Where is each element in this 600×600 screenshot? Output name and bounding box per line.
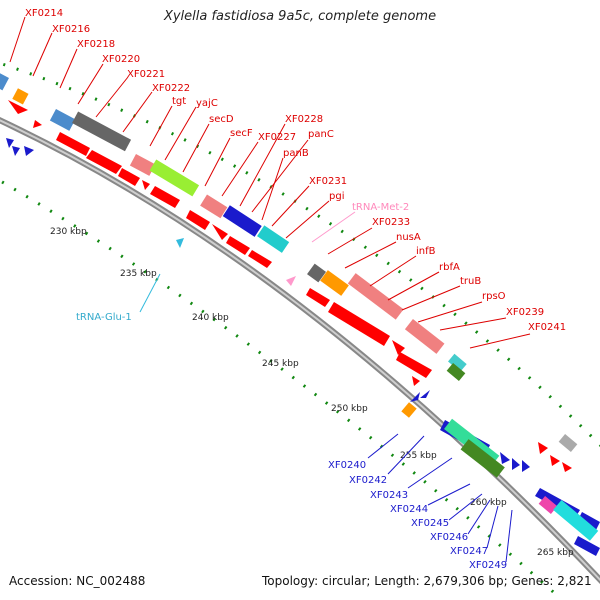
label-tgt: tgt xyxy=(172,96,186,107)
label-secD: secD xyxy=(209,114,234,125)
label-panC: panC xyxy=(308,129,334,140)
map-title: Xylella fastidiosa 9a5c, complete genome xyxy=(163,9,437,24)
label-yajC: yajC xyxy=(196,98,218,109)
label-panB: panB xyxy=(283,148,309,159)
label-truB: truB xyxy=(460,276,481,287)
feature-track-upper xyxy=(0,72,578,452)
label-XF0244: XF0244 xyxy=(390,504,428,515)
feature-track-reverse-arrows xyxy=(6,138,600,556)
label-XF0233: XF0233 xyxy=(372,217,410,228)
label-XF0221: XF0221 xyxy=(127,69,165,80)
reverse-label-leaders xyxy=(367,433,513,563)
label-infB: infB xyxy=(416,246,436,257)
label-XF0247: XF0247 xyxy=(450,546,488,557)
accession-label: Accession: NC_002488 xyxy=(9,574,146,588)
tick-235kbp: 235 kbp xyxy=(120,269,157,279)
label-XF0242: XF0242 xyxy=(349,475,387,486)
label-rpsO: rpsO xyxy=(482,291,506,302)
feature-track-forward-arrows xyxy=(8,100,572,472)
label-trna-glu-1: tRNA-Glu-1 xyxy=(76,312,132,323)
tick-265kbp: 265 kbp xyxy=(537,548,574,558)
forward-labels: XF0214 XF0216 XF0218 XF0220 XF0221 XF022… xyxy=(25,8,566,333)
tick-245kbp: 245 kbp xyxy=(262,359,299,369)
label-XF0222: XF0222 xyxy=(152,83,190,94)
label-XF0249: XF0249 xyxy=(469,560,507,571)
feature-track-lower xyxy=(401,402,599,541)
tick-255kbp: 255 kbp xyxy=(400,451,437,461)
label-XF0220: XF0220 xyxy=(102,54,140,65)
label-XF0218: XF0218 xyxy=(77,39,115,50)
reverse-labels: XF0240 XF0242 XF0243 XF0244 XF0245 XF024… xyxy=(328,460,507,571)
label-trna-met-2: tRNA-Met-2 xyxy=(352,202,409,213)
label-pgi: pgi xyxy=(329,191,344,202)
label-XF0231: XF0231 xyxy=(309,176,347,187)
label-XF0245: XF0245 xyxy=(411,518,449,529)
label-XF0243: XF0243 xyxy=(370,490,408,501)
label-XF0214: XF0214 xyxy=(25,8,63,19)
label-XF0240: XF0240 xyxy=(328,460,366,471)
label-XF0228: XF0228 xyxy=(285,114,323,125)
label-secF: secF xyxy=(230,128,253,139)
label-rbfA: rbfA xyxy=(439,262,460,273)
label-XF0239: XF0239 xyxy=(506,307,544,318)
tick-230kbp: 230 kbp xyxy=(50,227,87,237)
forward-label-leaders xyxy=(9,16,531,349)
genome-backbone xyxy=(0,117,600,585)
trna-met-marker xyxy=(286,276,296,286)
label-nusA: nusA xyxy=(396,232,421,243)
trna-glu-marker xyxy=(176,238,184,248)
label-XF0227: XF0227 xyxy=(258,132,296,143)
label-XF0216: XF0216 xyxy=(52,24,90,35)
tick-250kbp: 250 kbp xyxy=(331,404,368,414)
genome-summary: Topology: circular; Length: 2,679,306 bp… xyxy=(262,574,592,588)
label-XF0241: XF0241 xyxy=(528,322,566,333)
tick-240kbp: 240 kbp xyxy=(192,313,229,323)
label-XF0246: XF0246 xyxy=(430,532,468,543)
